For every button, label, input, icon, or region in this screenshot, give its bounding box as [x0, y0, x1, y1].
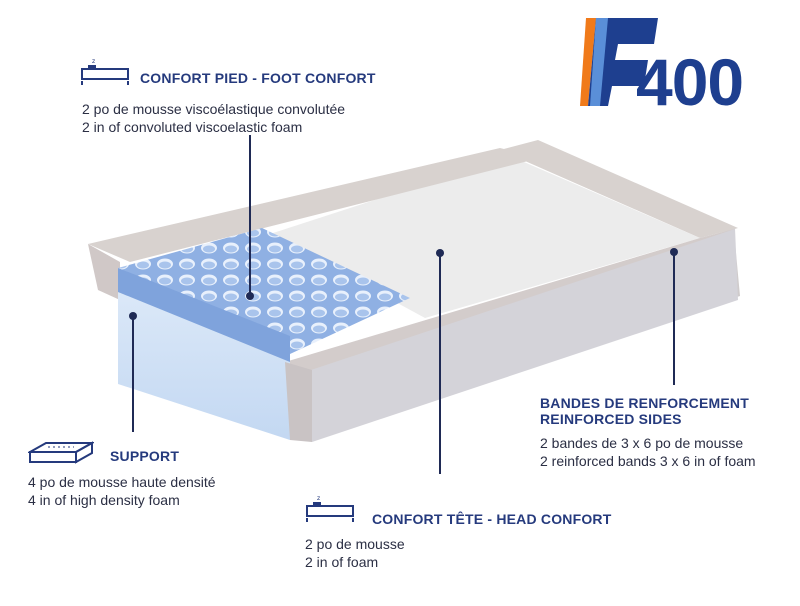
support-title: SUPPORT — [110, 448, 180, 464]
bed-icon: z — [81, 58, 129, 85]
support-description: 4 po de mousse haute densité 4 in of hig… — [28, 473, 216, 509]
head-comfort-description: 2 po de mousse 2 in of foam — [305, 535, 405, 571]
reinforced-sides-description: 2 bandes de 3 x 6 po de mousse 2 reinfor… — [540, 434, 756, 470]
left-end-band — [88, 244, 120, 300]
foot-comfort-line-fr: 2 po de mousse viscoélastique convolutée — [82, 101, 346, 117]
foot-comfort-title: CONFORT PIED - FOOT CONFORT — [140, 70, 376, 86]
svg-text:z: z — [92, 58, 95, 65]
reinforced-sides-title-en: REINFORCED SIDES — [540, 411, 682, 427]
reinforced-sides-callout: BANDES DE RENFORCEMENT REINFORCED SIDES — [540, 395, 749, 427]
bed-icon: z — [306, 495, 354, 522]
head-comfort-line-en: 2 in of foam — [305, 554, 379, 570]
foot-comfort-line-en: 2 in of convoluted viscoelastic foam — [82, 119, 303, 135]
right-end-band — [500, 140, 738, 238]
reinforced-sides-title-fr: BANDES DE RENFORCEMENT — [540, 395, 749, 411]
brand-logo — [580, 18, 658, 106]
convoluted-foam-side — [118, 268, 290, 362]
support-foam-block — [118, 292, 290, 440]
reinforced-sides-line-en: 2 reinforced bands 3 x 6 in of foam — [540, 453, 756, 469]
leader-dot-head — [436, 249, 444, 257]
front-band-end — [285, 362, 312, 442]
foot-comfort-callout: CONFORT PIED - FOOT CONFORT — [140, 70, 376, 86]
front-band-top — [285, 228, 738, 372]
reinforced-sides-line-fr: 2 bandes de 3 x 6 po de mousse — [540, 435, 744, 451]
leader-dot-support — [129, 312, 137, 320]
svg-text:z: z — [317, 495, 320, 502]
head-comfort-callout: CONFORT TÊTE - HEAD CONFORT — [372, 511, 612, 527]
leader-dot-foot — [246, 292, 254, 300]
foot-comfort-description: 2 po de mousse viscoélastique convolutée… — [82, 100, 345, 136]
head-comfort-line-fr: 2 po de mousse — [305, 536, 405, 552]
support-line-en: 4 in of high density foam — [28, 492, 180, 508]
back-side-band — [88, 148, 540, 262]
head-comfort-title: CONFORT TÊTE - HEAD CONFORT — [372, 511, 612, 527]
foam-slab-icon — [28, 441, 94, 464]
support-line-fr: 4 po de mousse haute densité — [28, 474, 216, 490]
model-number: 400 — [636, 45, 744, 119]
support-callout: SUPPORT — [110, 448, 179, 464]
front-panel — [305, 228, 738, 442]
top-cover — [270, 156, 700, 318]
leader-dot-sides — [670, 248, 678, 256]
convoluted-foam-layer — [118, 228, 410, 354]
